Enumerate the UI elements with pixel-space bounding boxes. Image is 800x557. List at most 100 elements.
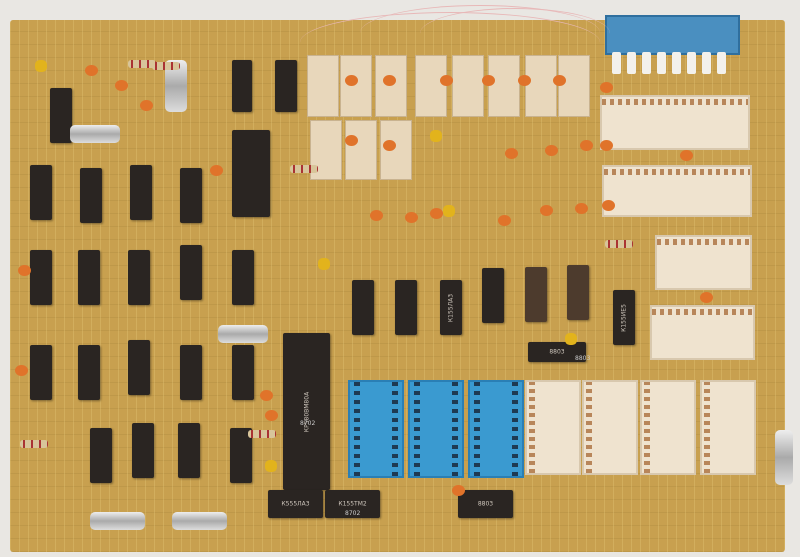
capacitor (498, 215, 511, 226)
white-socket (600, 95, 750, 150)
cpu-chip: КР580ВМ80А (283, 333, 330, 490)
capacitor (600, 140, 613, 151)
capacitor (600, 82, 613, 93)
capacitor (452, 485, 465, 496)
capacitor (700, 292, 713, 303)
yellow-capacitor (565, 333, 577, 345)
capacitor (210, 165, 223, 176)
crystal-can (775, 430, 793, 485)
ic-chip: К555ЛА3 (268, 490, 323, 518)
capacitor (518, 75, 531, 86)
yellow-capacitor (318, 258, 330, 270)
ic-chip (90, 428, 112, 483)
capacitor (115, 80, 128, 91)
dip-socket (307, 55, 339, 117)
capacitor (440, 75, 453, 86)
capacitor (553, 75, 566, 86)
ic-chip (78, 250, 100, 305)
ic-chip (128, 250, 150, 305)
ic-chip (230, 428, 252, 483)
ic-chip (232, 345, 254, 400)
capacitor (140, 100, 153, 111)
blue-socket (348, 380, 404, 478)
resistor (290, 165, 318, 173)
crystal-can (70, 125, 120, 143)
capacitor (370, 210, 383, 221)
chip-date-code: 8702 (345, 510, 361, 517)
capacitor (505, 148, 518, 159)
chip-date-code: 8803 (575, 355, 591, 362)
dip-socket (345, 120, 377, 180)
chip-label: К155ЛА3 (447, 293, 455, 322)
capacitor (540, 205, 553, 216)
ic-chip: 8803 (458, 490, 513, 518)
ic-chip (78, 345, 100, 400)
capacitor (260, 390, 273, 401)
ic-chip (130, 165, 152, 220)
capacitor (575, 203, 588, 214)
capacitor (265, 410, 278, 421)
capacitor (405, 212, 418, 223)
ic-chip (128, 340, 150, 395)
ic-chip (30, 165, 52, 220)
ic-chip (30, 250, 52, 305)
jumper-wire (420, 8, 610, 59)
capacitor (430, 208, 443, 219)
connector-pin (702, 52, 711, 74)
white-socket (602, 165, 752, 217)
capacitor (85, 65, 98, 76)
chip-label: К155ИЕ5 (620, 303, 628, 332)
white-socket (700, 380, 756, 475)
chip-date-code: 8702 (300, 420, 316, 427)
connector-pin (627, 52, 636, 74)
edge-connector (605, 15, 740, 55)
connector-pin (717, 52, 726, 74)
connector-pin (672, 52, 681, 74)
ic-chip (482, 268, 504, 323)
blue-socket (408, 380, 464, 478)
white-socket (582, 380, 638, 475)
capacitor (383, 140, 396, 151)
yellow-capacitor (430, 130, 442, 142)
jumper-wire (360, 5, 600, 61)
connector-pin (657, 52, 666, 74)
chip-label: 8803 (549, 348, 565, 356)
chip-label: К555ЛА3 (281, 500, 310, 508)
ic-chip (180, 245, 202, 300)
ic-chip (275, 60, 297, 112)
crystal-can (218, 325, 268, 343)
resistor (605, 240, 633, 248)
ic-chip (132, 423, 154, 478)
crystal-can (90, 512, 145, 530)
ic-chip (80, 168, 102, 223)
dip-socket (558, 55, 590, 117)
capacitor (680, 150, 693, 161)
capacitor (545, 145, 558, 156)
crystal-can (165, 60, 187, 112)
capacitor (345, 75, 358, 86)
resistor (152, 62, 180, 70)
ic-chip (50, 88, 72, 143)
connector-pin (687, 52, 696, 74)
connector-pin (642, 52, 651, 74)
resistor (128, 60, 156, 68)
white-socket (655, 235, 752, 290)
capacitor (602, 200, 615, 211)
connector-pin (612, 52, 621, 74)
capacitor (345, 135, 358, 146)
ic-chip (567, 265, 589, 320)
ic-chip (30, 345, 52, 400)
capacitor (383, 75, 396, 86)
ic-chip (180, 168, 202, 223)
crystal-can (172, 512, 227, 530)
yellow-capacitor (265, 460, 277, 472)
capacitor (15, 365, 28, 376)
ic-chip (178, 423, 200, 478)
white-socket (650, 305, 755, 360)
white-socket (525, 380, 581, 475)
white-socket (640, 380, 696, 475)
ic-chip (525, 267, 547, 322)
ic-chip: К155ТМ2 (325, 490, 380, 518)
capacitor (580, 140, 593, 151)
capacitor (482, 75, 495, 86)
